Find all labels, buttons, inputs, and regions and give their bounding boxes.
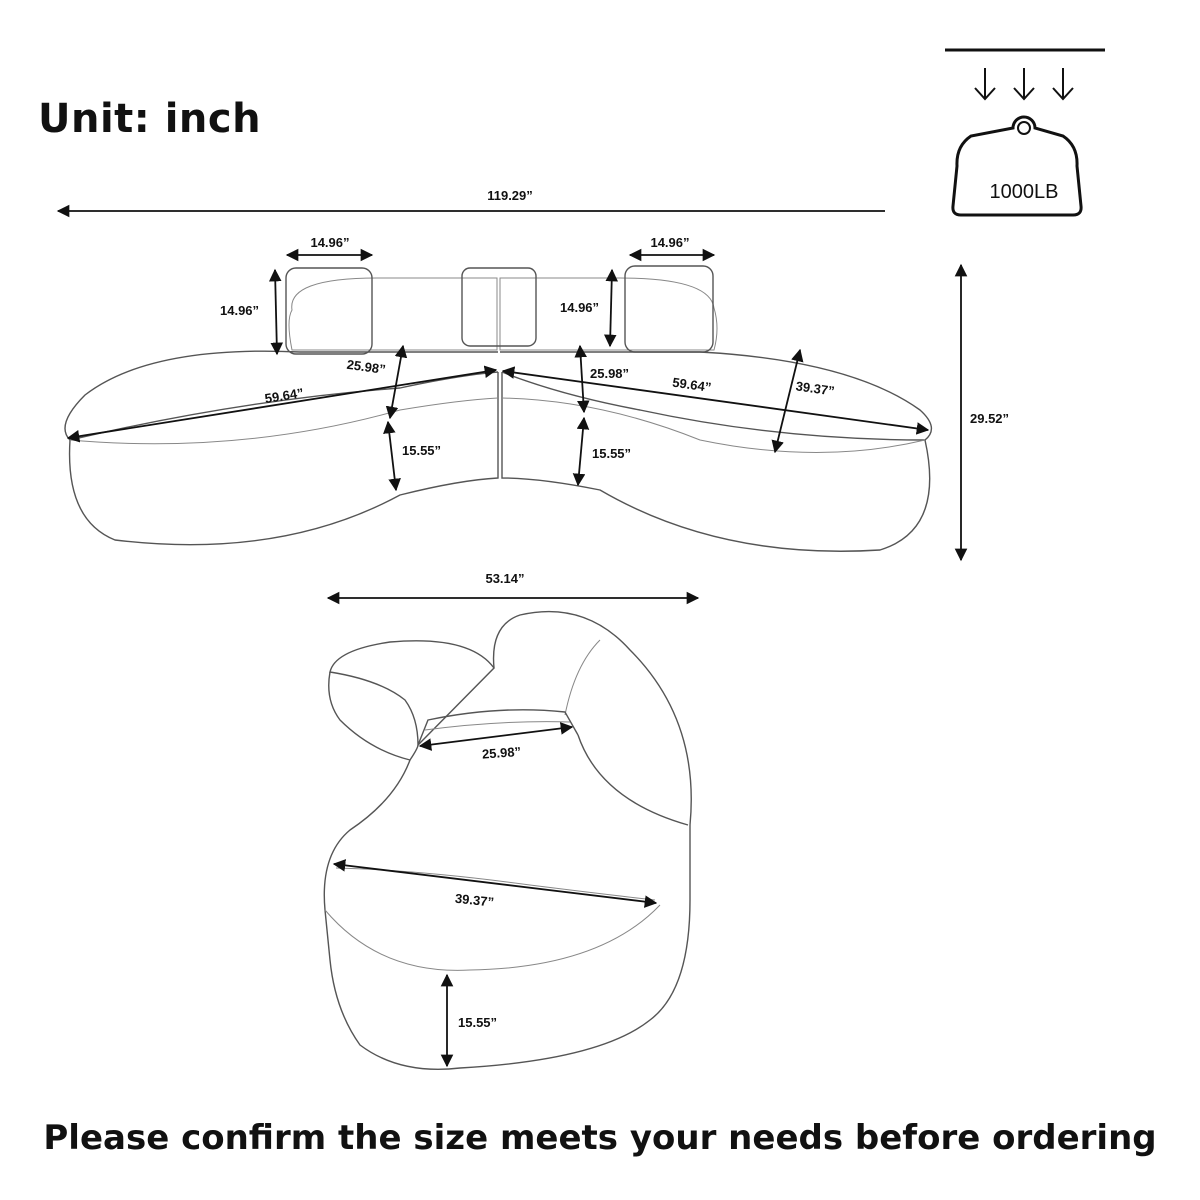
pillow-height-left-label: 14.96” bbox=[220, 303, 259, 318]
confirm-size-notice: Please confirm the size meets your needs… bbox=[43, 1118, 1157, 1158]
seat-height-right-arrow bbox=[572, 416, 590, 487]
weight-capacity-icon bbox=[945, 48, 1105, 217]
total-width-label: 119.29” bbox=[487, 188, 533, 203]
pillow-height-right-label: 14.96” bbox=[560, 300, 599, 315]
unit-title: Unit: inch bbox=[38, 96, 262, 142]
seat-length-right-arrow bbox=[501, 366, 930, 435]
weight-capacity-label: 1000LB bbox=[990, 181, 1059, 203]
chaise-depth-arrow bbox=[771, 348, 804, 454]
module-seat-depth-arrow bbox=[418, 722, 574, 751]
seat-height-left-arrow bbox=[383, 420, 401, 492]
overall-height-label: 29.52” bbox=[970, 411, 1009, 426]
pillow-height-right-arrow bbox=[604, 268, 618, 348]
sofa-module-view bbox=[323, 610, 692, 1071]
module-chaise-depth-arrow bbox=[332, 859, 658, 908]
seat-depth-right-label: 25.98” bbox=[590, 366, 629, 381]
seat-length-right-label: 59.64” bbox=[671, 375, 712, 395]
sofa-front-view bbox=[64, 277, 933, 552]
seat-height-right-label: 15.55” bbox=[592, 446, 631, 461]
module-chaise-depth-label: 39.37” bbox=[454, 891, 494, 910]
pillow-2 bbox=[461, 267, 537, 347]
pillow-1 bbox=[285, 267, 373, 355]
module-seat-height-label: 15.55” bbox=[458, 1015, 497, 1030]
pillow-width-left-label: 14.96” bbox=[310, 235, 349, 250]
pillow-height-left-arrow bbox=[268, 268, 284, 356]
module-width-label: 53.14” bbox=[485, 571, 524, 586]
pillow-3 bbox=[624, 265, 714, 353]
seat-depth-left-label: 25.98” bbox=[346, 357, 387, 377]
seat-height-left-label: 15.55” bbox=[402, 443, 441, 458]
seat-depth-left-arrow bbox=[385, 344, 408, 420]
module-seat-depth-label: 25.98” bbox=[481, 744, 521, 762]
chaise-depth-label: 39.37” bbox=[795, 378, 836, 398]
seat-length-left-arrow bbox=[66, 365, 498, 443]
pillow-width-right-label: 14.96” bbox=[650, 235, 689, 250]
seat-depth-right-arrow bbox=[574, 344, 590, 414]
seat-length-left-label: 59.64” bbox=[264, 385, 305, 406]
